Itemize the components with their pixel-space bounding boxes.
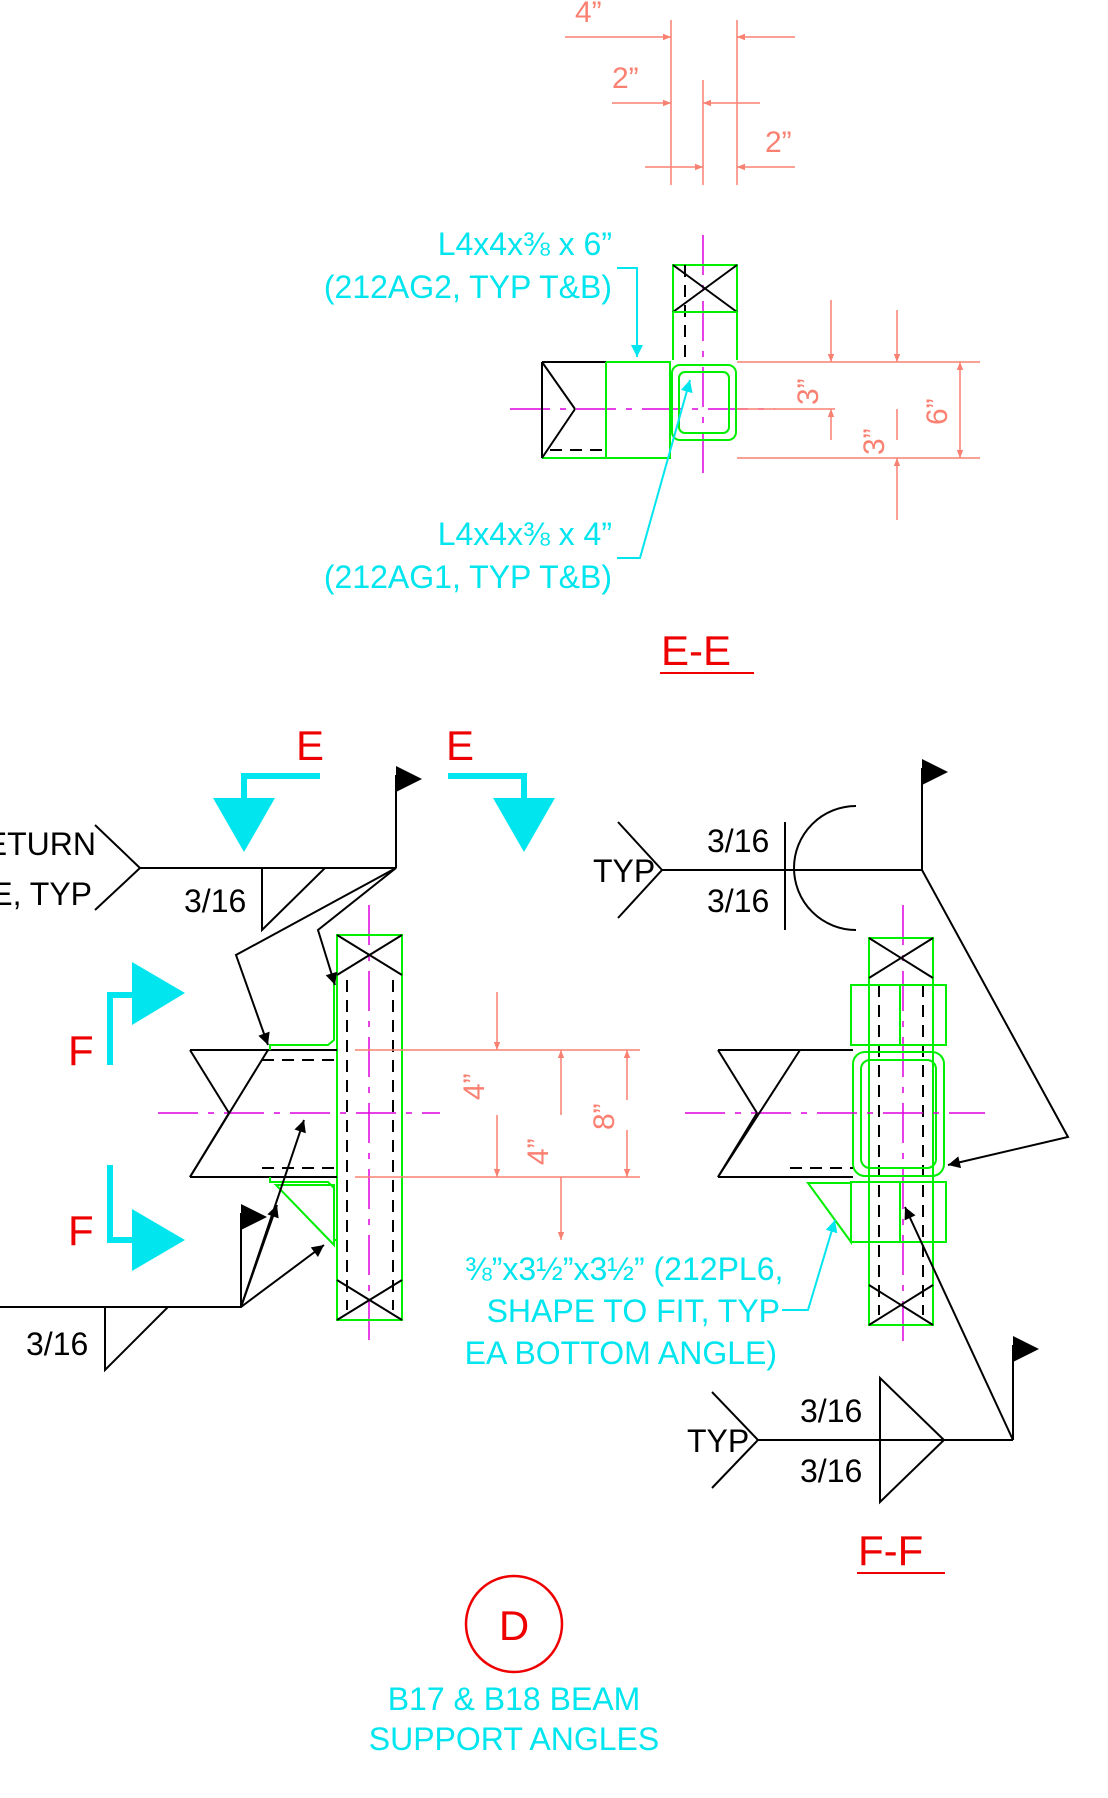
plan-view: [0, 766, 640, 1373]
section-f-f: [617, 759, 1070, 1505]
weld-note-typ-bottom: TYP: [687, 1423, 749, 1459]
callout-angle-4in-line2: (212AG1, TYP T&B): [324, 559, 612, 595]
callout-angle-6in-line2: (212AG2, TYP T&B): [324, 269, 612, 305]
dim-3in-b: 3”: [858, 428, 891, 455]
dim-4in-top: 4”: [575, 0, 602, 29]
detail-marker-circle: [464, 1574, 564, 1674]
plate-callout-line3: EA BOTTOM ANGLE): [465, 1335, 777, 1371]
dim-8in-plan: 8”: [588, 1103, 621, 1130]
weld-note-return-line2: E, TYP: [0, 876, 92, 912]
section-e-e: [510, 20, 980, 559]
cut-label-e-right: E: [446, 722, 474, 769]
weld-size-top-upper: 3/16: [707, 823, 769, 859]
callout-angle-6in-line1: L4x4x⅜ x 6”: [438, 226, 612, 262]
dim-4in-plan-upper: 4”: [458, 1073, 491, 1100]
weld-size-bottom-upper: 3/16: [800, 1393, 862, 1429]
section-title-e-e: E-E: [661, 627, 731, 674]
detail-title-line1: B17 & B18 BEAM: [388, 1681, 641, 1717]
detail-title-line2: SUPPORT ANGLES: [369, 1721, 659, 1757]
weld-size-lower: 3/16: [26, 1326, 88, 1362]
plate-callout-line2: SHAPE TO FIT, TYP: [487, 1293, 780, 1329]
cut-label-f-upper: F: [68, 1027, 94, 1074]
cut-label-f-lower: F: [68, 1207, 94, 1254]
weld-size-upper: 3/16: [184, 883, 246, 919]
weld-size-top-lower: 3/16: [707, 883, 769, 919]
cut-label-e-left: E: [296, 722, 324, 769]
plate-callout-line1: ⅜”x3½”x3½” (212PL6,: [465, 1251, 783, 1287]
dim-2in-lower: 2”: [765, 126, 792, 159]
callout-angle-4in-line1: L4x4x⅜ x 4”: [438, 516, 612, 552]
dim-4in-plan-lower: 4”: [522, 1138, 555, 1165]
detail-marker-letter: D: [499, 1602, 529, 1649]
weld-size-bottom-lower: 3/16: [800, 1453, 862, 1489]
dim-6in: 6”: [921, 398, 954, 425]
section-title-f-f: F-F: [858, 1527, 923, 1574]
dim-2in-upper: 2”: [612, 62, 639, 95]
dim-3in-a: 3”: [792, 378, 825, 405]
weld-note-return-line1: RETURN: [0, 826, 96, 862]
weld-note-typ-top: TYP: [593, 853, 655, 889]
